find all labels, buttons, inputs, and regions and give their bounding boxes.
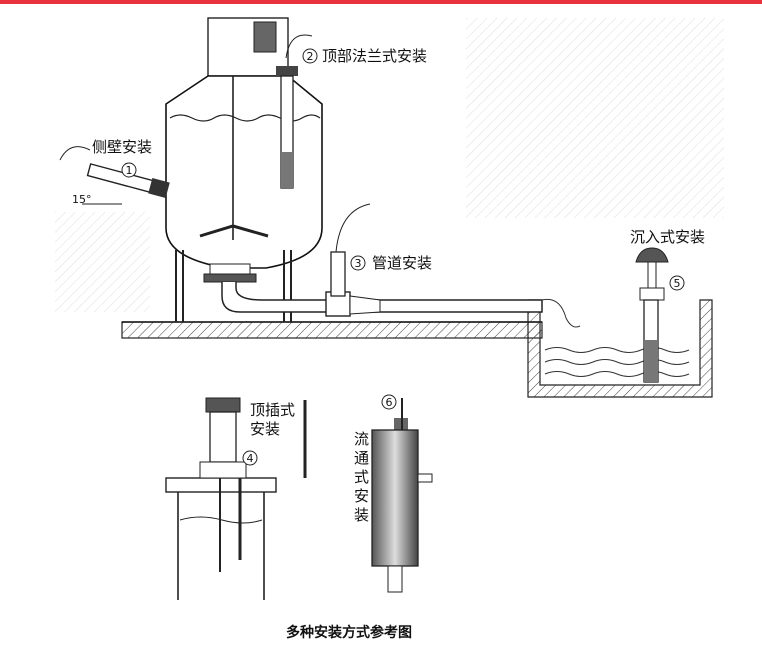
marker-2: 2	[302, 48, 318, 64]
ground	[121, 321, 543, 339]
marker-1: 1	[121, 162, 137, 178]
marker-6-text: 6	[386, 396, 393, 409]
sensor-side-wall	[59, 146, 170, 205]
label-flow-through-4: 安	[354, 487, 369, 505]
marker-3: 3	[350, 255, 366, 271]
pipeline	[221, 282, 581, 328]
label-flow-through-2: 通	[354, 449, 369, 467]
marker-5: 5	[669, 275, 685, 291]
top-accent-bar	[0, 0, 762, 4]
top-insert-assembly	[165, 397, 307, 600]
sensor-top-flange	[276, 34, 313, 189]
label-pipeline: 管道安装	[372, 254, 432, 272]
reaction-vessel	[165, 17, 323, 322]
marker-5-text: 5	[674, 277, 681, 290]
flow-through-cell	[371, 398, 433, 593]
marker-3-text: 3	[355, 257, 362, 270]
label-side-wall: 侧壁安装	[92, 138, 152, 156]
label-flow-through-1: 流	[354, 430, 369, 448]
marker-2-text: 2	[307, 50, 314, 63]
label-top-flange: 顶部法兰式安装	[322, 47, 427, 65]
sensor-immersion	[635, 247, 669, 383]
diagram-caption: 多种安装方式参考图	[286, 624, 412, 641]
label-top-insert-line1: 顶插式	[250, 401, 295, 419]
label-flow-through-5: 装	[354, 506, 369, 524]
angle-label: 15°	[72, 193, 92, 206]
sensor-pipeline	[330, 203, 371, 297]
watermark-blocks	[55, 18, 724, 312]
marker-4: 4	[242, 450, 258, 466]
label-top-insert-line2: 安装	[250, 420, 280, 438]
marker-6: 6	[381, 394, 397, 410]
label-flow-through-3: 式	[354, 468, 369, 486]
marker-4-text: 4	[247, 452, 254, 465]
label-immersion: 沉入式安装	[630, 228, 705, 246]
open-pool	[527, 299, 713, 398]
marker-1-text: 1	[126, 164, 133, 177]
